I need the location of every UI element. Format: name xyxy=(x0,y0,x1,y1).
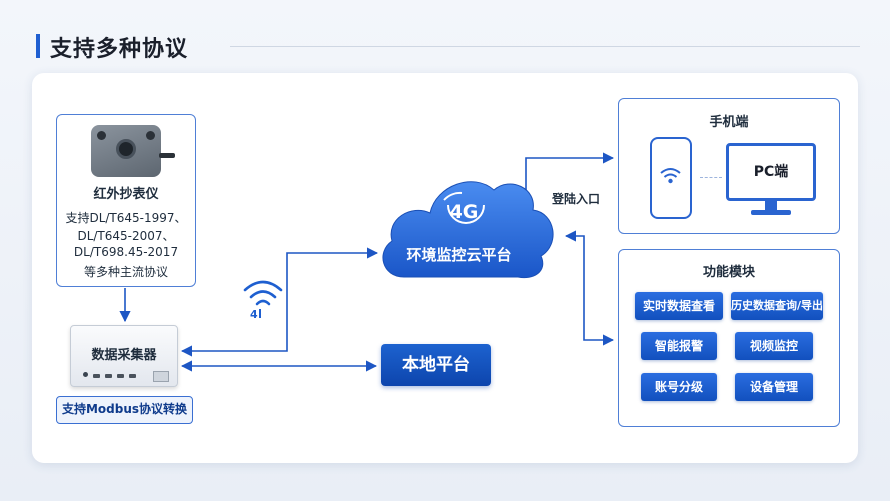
collector-port xyxy=(93,374,100,378)
title-divider xyxy=(230,46,860,47)
arrow-collector-to-cloud xyxy=(180,247,379,357)
arrow-cloud-to-functions xyxy=(564,230,615,346)
monitor-base xyxy=(751,210,791,215)
monitor-icon: PC端 xyxy=(726,143,816,201)
function-device-manage: 设备管理 xyxy=(735,373,813,401)
network-4g-icon xyxy=(443,191,485,224)
login-entry-label: 登陆入口 xyxy=(552,192,601,206)
function-account-level: 账号分级 xyxy=(641,373,717,401)
meter-box: 红外抄表仪 支持DL/T645-1997、 DL/T645-2007、 DL/T… xyxy=(56,114,196,287)
arrow-cloud-to-mobile xyxy=(525,152,615,190)
client-section: 手机端 PC端 xyxy=(618,98,840,234)
function-video-monitor: 视频监控 xyxy=(735,332,813,360)
infrared-meter-image xyxy=(91,125,175,177)
collector-port xyxy=(105,374,112,378)
meter-desc-line: 支持DL/T645-1997、 xyxy=(65,211,187,225)
client-section-title: 手机端 xyxy=(709,115,749,130)
cloud-badge: 4G xyxy=(449,201,479,223)
collector-led xyxy=(83,372,88,377)
modbus-label: 支持Modbus协议转换 xyxy=(56,396,193,424)
collector-port xyxy=(129,374,136,378)
pc-label: PC端 xyxy=(753,164,789,180)
data-collector: 数据采集器 xyxy=(70,325,178,387)
meter-name: 红外抄表仪 xyxy=(93,187,159,202)
device-separator xyxy=(700,177,722,178)
collector-port xyxy=(117,374,124,378)
wifi-signal-mark: 4 xyxy=(250,308,258,321)
monitor-stand xyxy=(765,201,777,210)
function-realtime-data: 实时数据查看 xyxy=(635,292,723,320)
wifi-signal-icon xyxy=(243,280,283,306)
cloud-shape xyxy=(382,181,554,279)
function-history-export: 历史数据查询/导出 xyxy=(731,292,823,320)
cloud-platform-label: 环境监控云平台 xyxy=(406,246,512,264)
smartphone-icon xyxy=(650,137,692,219)
meter-desc-line: 等多种主流协议 xyxy=(83,265,168,279)
function-smart-alarm: 智能报警 xyxy=(641,332,717,360)
function-section-title: 功能模块 xyxy=(702,265,755,280)
title-accent-bar xyxy=(36,34,40,58)
meter-desc-line: DL/T645-2007、 xyxy=(77,229,175,243)
meter-desc-line: DL/T698.45-2017 xyxy=(73,245,179,259)
collector-label: 数据采集器 xyxy=(91,348,157,363)
collector-panel xyxy=(153,371,169,382)
page-title: 支持多种协议 xyxy=(50,37,189,62)
function-section: 功能模块 实时数据查看 历史数据查询/导出 智能报警 视频监控 账号分级 设备管… xyxy=(618,249,840,427)
local-platform: 本地平台 xyxy=(381,344,491,386)
